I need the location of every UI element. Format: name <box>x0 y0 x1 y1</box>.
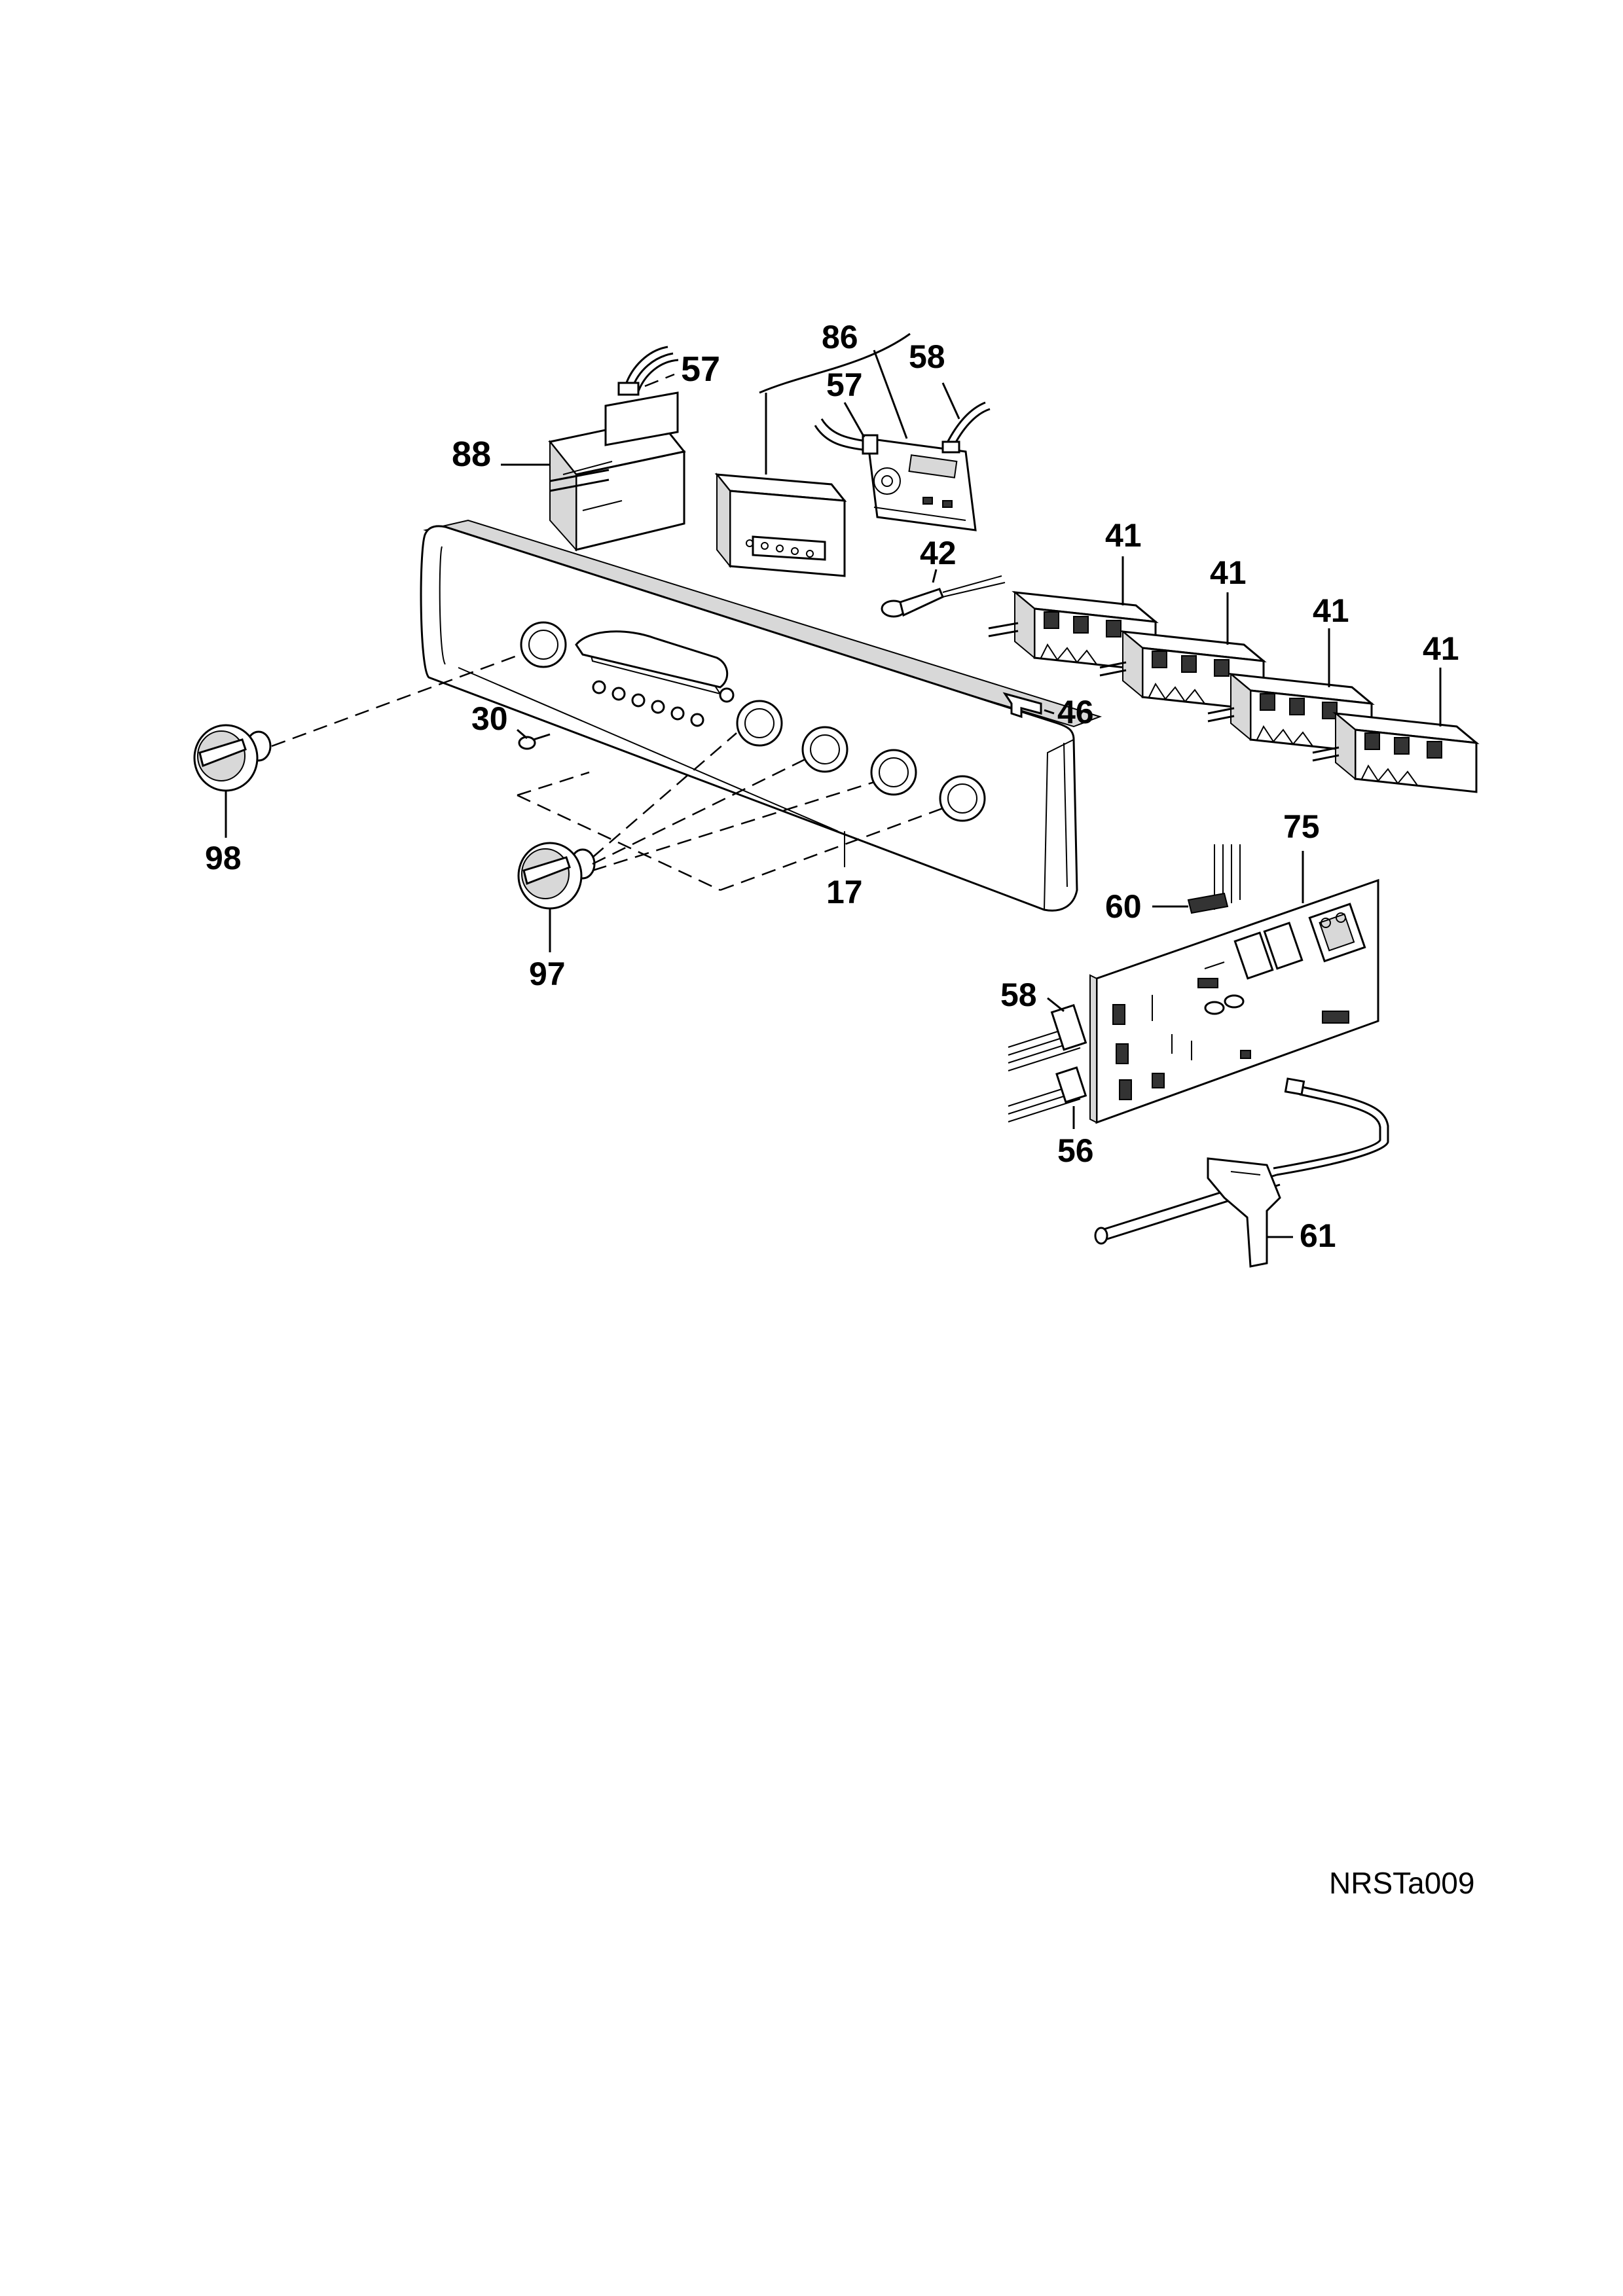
leader-58-lower <box>1047 997 1065 1013</box>
callout-30: 30 <box>471 700 508 737</box>
callout-97: 97 <box>529 956 566 992</box>
callout-56: 56 <box>1057 1132 1094 1169</box>
part-56-connector <box>1008 1066 1087 1122</box>
part-98-knob <box>193 724 272 792</box>
part-75-main-pcb <box>1089 878 1379 1124</box>
callout-41-3: 41 <box>1313 592 1349 629</box>
part-58-connector-lower <box>1008 1004 1087 1071</box>
callout-61: 61 <box>1300 1217 1336 1254</box>
part-86-display-module <box>714 473 847 577</box>
part-17-control-panel <box>420 519 1103 912</box>
leader-57-top <box>644 373 675 387</box>
callout-98: 98 <box>205 840 242 876</box>
part-97-knob <box>517 842 596 910</box>
leader-58-top <box>941 382 960 420</box>
callout-60: 60 <box>1105 888 1142 925</box>
bracket-86 <box>759 332 911 394</box>
part-88-box <box>548 391 686 552</box>
leader-46 <box>1044 709 1055 715</box>
callout-58-top: 58 <box>909 338 945 375</box>
leader-30 <box>517 728 528 740</box>
callout-17: 17 <box>826 874 863 910</box>
leader-17-diag <box>458 667 839 832</box>
part-46-bracket <box>1002 692 1042 719</box>
drawing-code: NRSTa009 <box>1329 1866 1475 1900</box>
part-41-switch-4 <box>1312 711 1480 793</box>
callout-88: 88 <box>452 435 491 474</box>
part-57-cable-top <box>617 346 679 396</box>
part-30-clip <box>518 733 551 750</box>
part-61-probe <box>1094 1077 1389 1268</box>
callout-58-lower: 58 <box>1000 977 1037 1013</box>
part-86-circuit-board <box>814 401 991 531</box>
callout-41-4: 41 <box>1423 630 1459 667</box>
callout-75: 75 <box>1283 808 1320 845</box>
leader-42 <box>932 569 938 583</box>
callout-57-mid: 57 <box>826 367 863 403</box>
part-60-connector <box>1187 844 1241 914</box>
leader-86-right <box>873 350 908 439</box>
callout-41-2: 41 <box>1210 554 1247 591</box>
part-42-lamp <box>881 575 1006 618</box>
callout-57-top: 57 <box>681 350 720 389</box>
callout-86: 86 <box>822 319 858 355</box>
dash-97-group <box>517 732 943 891</box>
leader-57-mid <box>843 402 866 438</box>
callout-42: 42 <box>920 535 957 571</box>
callout-41-1: 41 <box>1105 517 1142 554</box>
callout-46: 46 <box>1057 694 1094 730</box>
